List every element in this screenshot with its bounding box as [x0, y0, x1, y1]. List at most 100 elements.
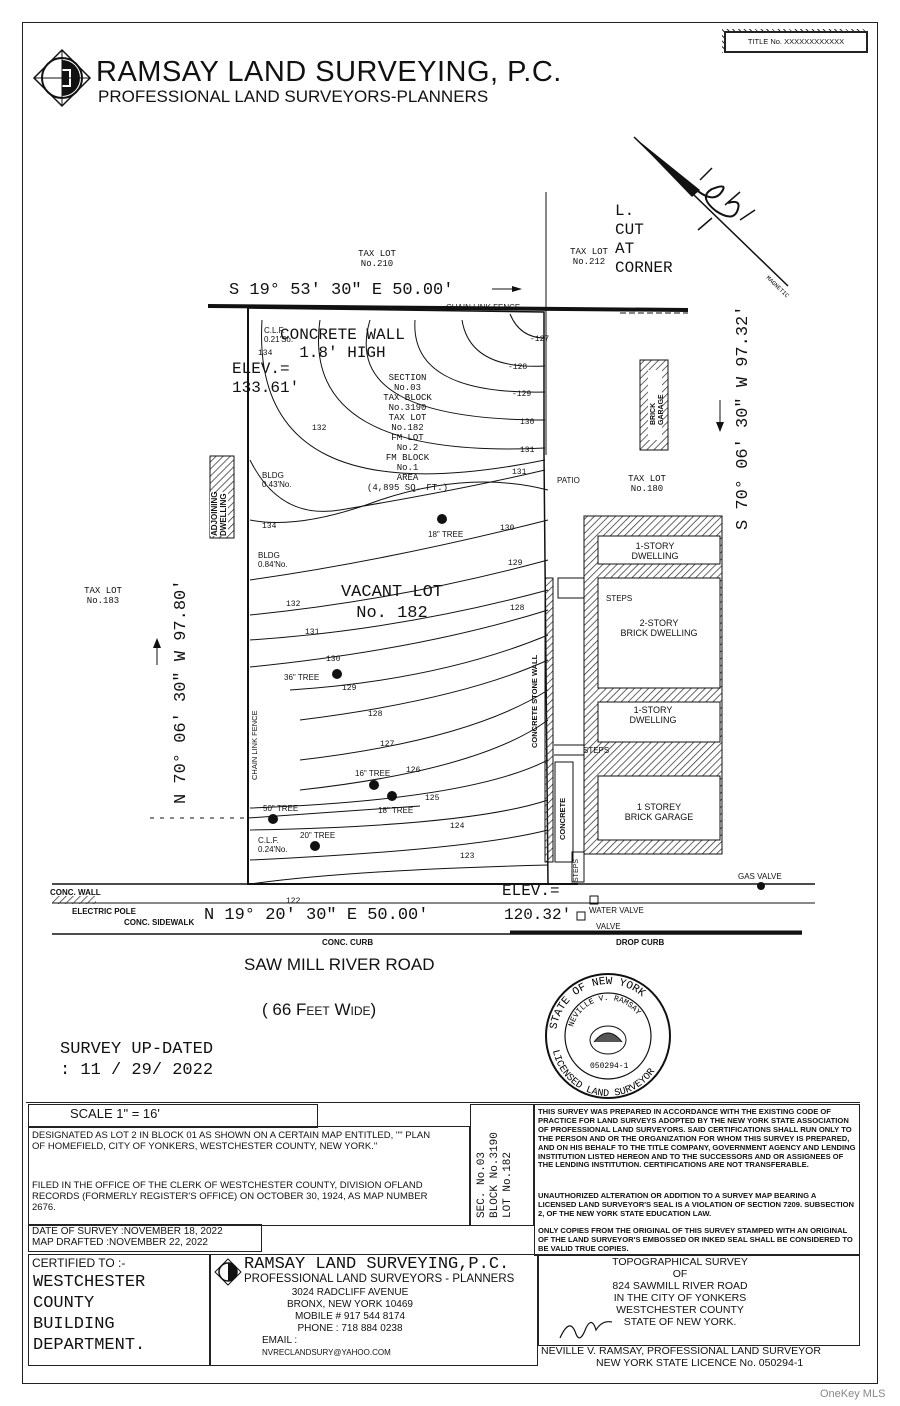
- north-arrow-icon: [633, 136, 789, 287]
- firm-logo-small: [214, 1258, 242, 1286]
- bottom-bearing: N 19° 20' 30" E 50.00': [202, 906, 431, 925]
- steps-label-1: STEPS: [606, 594, 633, 603]
- tree-label: 18" TREE: [378, 806, 414, 815]
- valve-label: VALVE: [596, 922, 621, 931]
- block-firm-name: RAMSAY LAND SURVEYING,P.C.: [244, 1255, 510, 1274]
- elev-bottom-value: 120.32': [504, 906, 572, 924]
- svg-text:124: 124: [450, 822, 465, 831]
- survey-updated: SURVEY UP-DATED: 11 / 29/ 2022: [60, 1040, 214, 1080]
- disclaimer-2: UNAUTHORIZED ALTERATION OR ADDITION TO A…: [538, 1191, 855, 1218]
- svg-text:131: 131: [305, 628, 320, 637]
- road-width: ( 66 Feet Wide): [262, 1000, 377, 1019]
- elev-bottom-label: ELEV.=: [502, 882, 560, 900]
- title-number: TITLE No. XXXXXXXXXXXX: [724, 31, 868, 53]
- svg-text:134: 134: [258, 349, 273, 358]
- survey-plan: MAGNETIC -127 -128 -129 130 131 131 130 129 12…: [52, 136, 815, 935]
- scale-label: SCALE 1" = 16': [70, 1106, 160, 1121]
- svg-text:126: 126: [406, 766, 421, 775]
- gas-valve-label: GAS VALVE: [738, 872, 782, 881]
- clf-bottom: C.L.F.0.24'No.: [258, 836, 288, 854]
- disclaimer-3: ONLY COPIES FROM THE ORIGINAL OF THIS SU…: [538, 1226, 853, 1253]
- svg-text:123: 123: [460, 852, 475, 861]
- svg-text:130: 130: [326, 655, 341, 664]
- svg-text:132: 132: [312, 424, 327, 433]
- filed-note: FILED IN THE OFFICE OF THE CLERK OF WEST…: [32, 1180, 428, 1213]
- steps-label-2: STEPS: [583, 746, 610, 755]
- firm-subtitle: PROFESSIONAL LAND SURVEYORS-PLANNERS: [98, 87, 489, 106]
- disclaimer-1: THIS SURVEY WAS PREPARED IN ACCORDANCE W…: [538, 1107, 856, 1170]
- sheet-border: [22, 22, 878, 1384]
- svg-text:125: 125: [425, 794, 440, 803]
- svg-text:-128: -128: [508, 363, 527, 372]
- clf-top: C.L.F.0.21'So.: [264, 326, 294, 344]
- steps-label-3: STEPS: [573, 859, 580, 882]
- svg-text:127: 127: [380, 740, 395, 749]
- chain-link-fence-top: CHAIN LINK FENCE: [446, 303, 521, 312]
- electric-pole-label: ELECTRIC POLE: [72, 907, 137, 916]
- surveyor-name: NEVILLE V. RAMSAY, PROFESSIONAL LAND SUR…: [541, 1345, 821, 1357]
- firm-email: EMAIL :NVRECLANDSURY@YAHOO.COM: [262, 1335, 391, 1357]
- road-name: SAW MILL RIVER ROAD: [244, 955, 435, 974]
- surveyor-seal: STATE OF NEW YORK LICENSED LAND SURVEYOR…: [545, 973, 671, 1100]
- tree-label: 16" TREE: [355, 769, 391, 778]
- conc-curb-label: CONC. CURB: [322, 938, 374, 947]
- svg-text:-129: -129: [512, 390, 531, 399]
- svg-text:131: 131: [512, 468, 527, 477]
- tree-label: 50" TREE: [263, 804, 299, 813]
- svg-text:131: 131: [520, 446, 535, 455]
- svg-text:-127: -127: [530, 335, 549, 344]
- svg-text:LICENSED LAND SURVEYOR: LICENSED LAND SURVEYOR: [549, 1049, 658, 1100]
- conc-wall-label: CONC. WALL: [50, 888, 101, 897]
- drop-curb-label: DROP CURB: [616, 938, 665, 947]
- licence-number: NEW YORK STATE LICENCE No. 050294-1: [596, 1357, 804, 1369]
- svg-text:128: 128: [368, 710, 383, 719]
- svg-text:129: 129: [342, 684, 357, 693]
- certified-label: CERTIFIED TO :-: [32, 1256, 126, 1270]
- signature: [559, 1321, 613, 1339]
- left-bearing: N 70° 06' 30" W 97.80': [172, 579, 191, 804]
- block-firm-sub: PROFESSIONAL LAND SURVEYORS - PLANNERS: [244, 1273, 515, 1285]
- svg-text:130: 130: [520, 418, 535, 427]
- firm-logo: [32, 48, 92, 108]
- tree-label: 36" TREE: [284, 673, 320, 682]
- patio-label: PATIO: [557, 476, 580, 485]
- watermark: OneKey MLS: [820, 1388, 886, 1400]
- concrete-stone-wall: CONCRETE STONE WALL: [530, 654, 539, 748]
- elev-top: ELEV.=133.61': [232, 360, 300, 397]
- svg-text:122: 122: [286, 897, 301, 906]
- svg-text:129: 129: [508, 559, 523, 568]
- concrete-label: CONCRETE: [558, 797, 567, 840]
- designated-note: DESIGNATED AS LOT 2 IN BLOCK 01 AS SHOWN…: [32, 1130, 431, 1152]
- water-valve-label: WATER VALVE: [589, 906, 644, 915]
- tree-label: 20" TREE: [300, 831, 336, 840]
- tree-label: 18" TREE: [428, 530, 464, 539]
- magnetic-label: MAGNETIC: [765, 274, 791, 299]
- chain-link-fence-left: CHAIN LINK FENCE: [250, 710, 259, 780]
- firm-name: RAMSAY LAND SURVEYING, P.C.: [96, 56, 562, 88]
- conc-sidewalk-label: CONC. SIDEWALK: [124, 918, 195, 927]
- svg-text:050294-1: 050294-1: [590, 1062, 629, 1071]
- top-boundary: [207, 304, 689, 312]
- right-bearing: S 70° 06' 30" W 97.32': [734, 305, 753, 530]
- svg-text:132: 132: [286, 600, 301, 609]
